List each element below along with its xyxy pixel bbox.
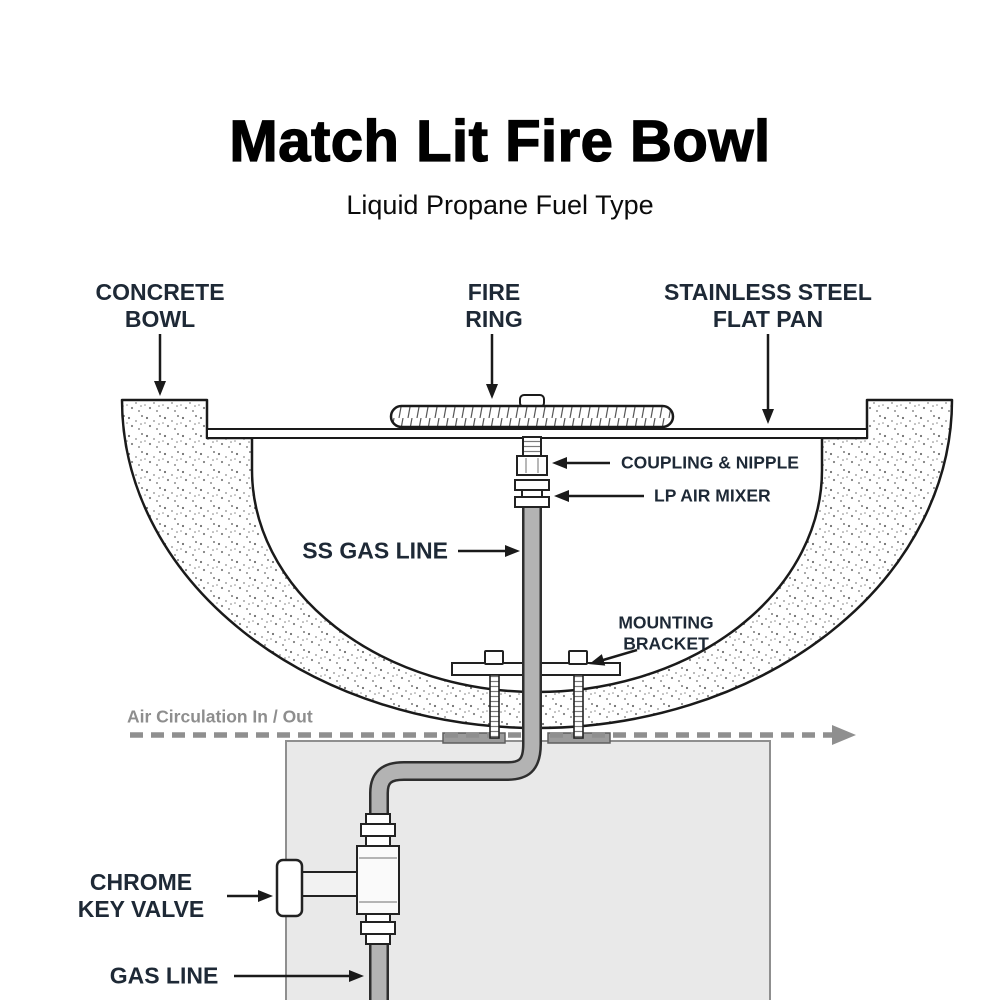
bolt-shaft-left xyxy=(489,674,500,739)
mounting-bracket-shape xyxy=(451,650,621,739)
chrome-key-valve-label-line2: KEY VALVE xyxy=(77,896,205,922)
bracket-pointer-arrow xyxy=(589,648,638,666)
flat-pan-label: STAINLESS STEEL FLAT PAN xyxy=(664,279,872,333)
mounting-bracket-label: MOUNTING BRACKET xyxy=(618,612,713,653)
coupling-nipple-shape xyxy=(516,436,548,476)
mounting-bracket-label-line2: BRACKET xyxy=(623,633,709,653)
fire-ring-label-line2: RING xyxy=(465,306,523,332)
bolt-head-left xyxy=(484,650,504,665)
flat-pan-label-line1: STAINLESS STEEL xyxy=(664,278,872,305)
ss-gas-line-label: SS GAS LINE xyxy=(302,537,448,564)
concrete-bowl-label-line2: BOWL xyxy=(124,306,196,332)
valve-flange xyxy=(275,858,304,918)
page-title: Match Lit Fire Bowl xyxy=(229,108,771,174)
page-subtitle: Liquid Propane Fuel Type xyxy=(346,190,654,220)
air-circulation-label: Air Circulation In / Out xyxy=(127,706,313,727)
concrete-bowl-shape xyxy=(120,398,954,730)
valve-body xyxy=(356,845,400,915)
mounting-bracket-label-line1: MOUNTING xyxy=(618,612,714,633)
flat-pan-label-line2: FLAT PAN xyxy=(712,306,824,332)
chrome-key-valve-label: CHROME KEY VALVE xyxy=(78,869,205,923)
fire-ring-label: FIRE RING xyxy=(465,279,523,333)
lp-air-mixer-shape xyxy=(514,479,550,508)
fire-ring-shape xyxy=(389,394,675,429)
label-arrows xyxy=(154,334,774,982)
bolt-shaft-right xyxy=(573,674,584,739)
chrome-key-valve-shape xyxy=(275,813,400,945)
ss-gas-line-pipe xyxy=(369,500,542,1000)
concrete-bowl-label-line1: CONCRETE xyxy=(95,278,225,305)
bolt-head-right xyxy=(568,650,588,665)
lp-air-mixer-label: LP AIR MIXER xyxy=(654,485,771,506)
fire-ring-label-line1: FIRE xyxy=(467,278,521,305)
chrome-key-valve-label-line1: CHROME xyxy=(89,868,193,895)
coupling-nipple-label: COUPLING & NIPPLE xyxy=(621,452,799,473)
valve-stem xyxy=(299,871,359,897)
concrete-bowl-label: CONCRETE BOWL xyxy=(95,279,224,333)
gas-line-label: GAS LINE xyxy=(109,962,219,989)
